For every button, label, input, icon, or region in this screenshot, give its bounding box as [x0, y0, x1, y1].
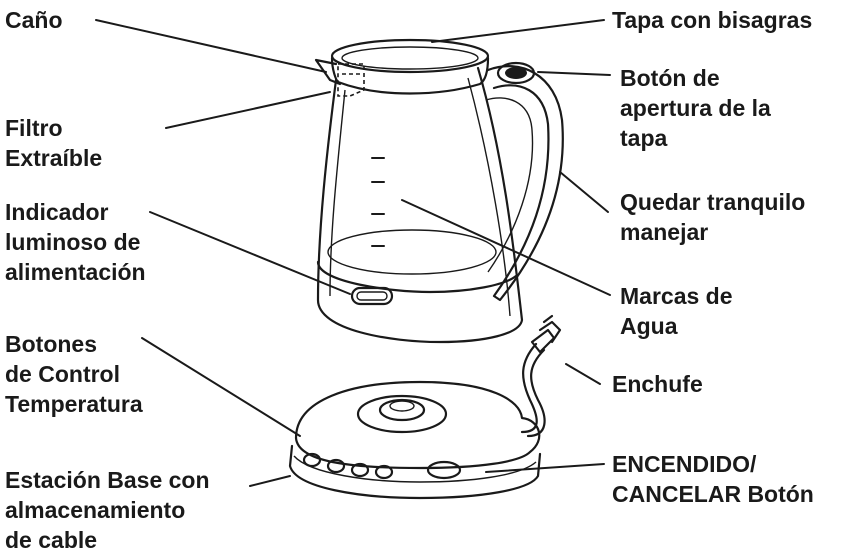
- temperature-control-buttons: [302, 452, 394, 480]
- on-cancel-button: [426, 460, 462, 480]
- label-base-station: Estación Base con almacenamiento de cabl…: [5, 467, 216, 553]
- leader-lines: [95, 19, 611, 487]
- power-indicator-light: [350, 286, 394, 306]
- label-power-indicator-light: Indicador luminoso de alimentación: [5, 199, 147, 285]
- removable-filter: [337, 63, 365, 97]
- plug: [530, 314, 562, 354]
- power-cord: [520, 342, 538, 434]
- label-on-cancel-button: ENCENDIDO/ CANCELAR Botón: [612, 451, 814, 507]
- spout: [314, 58, 342, 86]
- label-water-marks: Marcas de Agua: [620, 283, 739, 339]
- label-spout: Caño: [5, 7, 63, 33]
- cool-touch-handle: [486, 65, 564, 302]
- label-lid-release-button: Botón de apertura de la tapa: [620, 65, 777, 151]
- base-station: [288, 314, 562, 500]
- lid-release-button: [496, 61, 536, 85]
- label-temperature-buttons: Botones de Control Temperatura: [5, 331, 143, 417]
- hinged-lid: [330, 38, 490, 74]
- label-cool-touch-handle: Quedar tranquilo manejar: [620, 189, 812, 245]
- water-marks: [371, 157, 385, 247]
- kettle-body: [314, 38, 564, 344]
- label-removable-filter: Filtro Extraíble: [5, 115, 102, 171]
- label-plug: Enchufe: [612, 371, 703, 397]
- label-hinged-lid: Tapa con bisagras: [612, 7, 812, 33]
